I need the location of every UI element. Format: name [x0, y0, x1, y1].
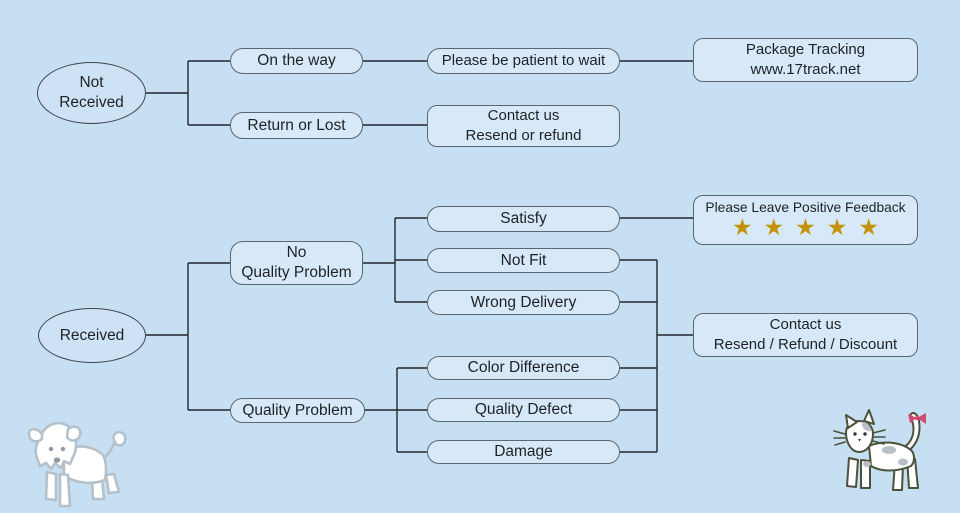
node-label: Resend or refund	[465, 127, 582, 144]
node-label: Please be patient to wait	[441, 52, 606, 69]
node-label: Not	[79, 74, 104, 91]
dog-illustration	[27, 421, 127, 508]
node-contact-us-resend-refund-discount: Contact us Resend / Refund / Discount	[693, 313, 918, 357]
node-quality-problem: Quality Problem	[230, 398, 365, 423]
node-no-quality-problem: No Quality Problem	[230, 241, 363, 285]
node-label: Resend / Refund / Discount	[713, 336, 898, 353]
node-quality-defect: Quality Defect	[427, 398, 620, 422]
node-please-be-patient: Please be patient to wait	[427, 48, 620, 74]
node-label: Not Fit	[500, 251, 547, 269]
node-label: Package Tracking	[745, 41, 866, 58]
node-label: Quality Problem	[241, 264, 352, 281]
node-label: Satisfy	[500, 210, 547, 227]
node-on-the-way: On the way	[230, 48, 363, 74]
node-label: Return or Lost	[247, 116, 346, 134]
node-label: Contact us	[487, 107, 560, 124]
tracking-url: www.17track.net	[750, 61, 861, 78]
node-satisfy: Satisfy	[427, 206, 620, 232]
node-positive-feedback: Please Leave Positive Feedback ★★★★★	[693, 195, 918, 245]
cat-illustration	[833, 409, 926, 491]
node-label: Received	[59, 94, 124, 111]
node-wrong-delivery: Wrong Delivery	[427, 290, 620, 315]
node-label: Color Difference	[467, 359, 580, 376]
node-not-received: Not Received	[37, 62, 146, 124]
node-label: Please Leave Positive Feedback	[705, 200, 906, 215]
cat-bow-icon	[908, 413, 926, 424]
node-label: No	[286, 244, 307, 261]
node-contact-us-resend-refund: Contact us Resend or refund	[427, 105, 620, 147]
node-received: Received	[38, 308, 146, 363]
node-label: Damage	[494, 443, 553, 460]
node-not-fit: Not Fit	[427, 248, 620, 273]
node-color-difference: Color Difference	[427, 356, 620, 380]
node-label: Contact us	[769, 316, 842, 333]
node-label: On the way	[257, 52, 336, 69]
node-label: Wrong Delivery	[470, 293, 577, 311]
node-label: Quality Defect	[474, 401, 573, 418]
node-damage: Damage	[427, 440, 620, 464]
node-label: Quality Problem	[242, 401, 353, 419]
node-label: Received	[59, 326, 125, 344]
five-star-rating-icon: ★★★★★	[731, 215, 891, 241]
node-package-tracking: Package Tracking www.17track.net	[693, 38, 918, 82]
node-return-or-lost: Return or Lost	[230, 112, 363, 139]
